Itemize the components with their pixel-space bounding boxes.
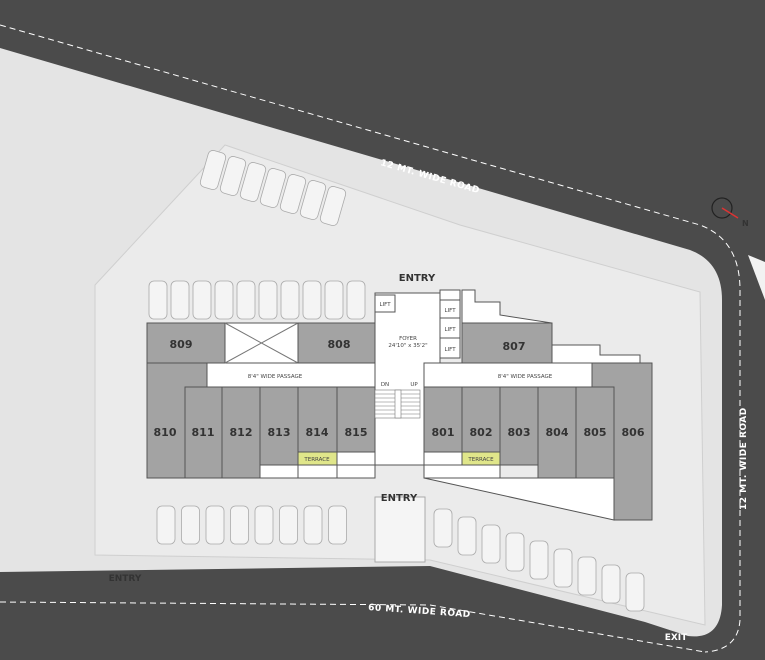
parked-car	[553, 548, 573, 588]
unit-label-807: 807	[503, 340, 526, 353]
parked-car	[328, 505, 347, 545]
stairs	[374, 389, 421, 419]
parked-car	[148, 280, 168, 320]
parked-car	[258, 280, 278, 320]
passage-right	[423, 362, 593, 388]
lift-label-1: LIFT	[379, 302, 391, 308]
exit-label: EXIT	[665, 633, 688, 643]
road-centerline-right	[704, 290, 741, 653]
parked-car	[457, 516, 477, 556]
lift-label-4: LIFT	[444, 347, 456, 353]
entry-label-bottom-left: ENTRY	[109, 574, 142, 584]
parked-car	[319, 186, 347, 226]
parked-car	[279, 174, 307, 214]
entry-ramp	[374, 496, 426, 563]
parked-car	[192, 280, 212, 320]
parked-car	[239, 162, 267, 202]
parked-car	[302, 280, 322, 320]
parked-car	[259, 168, 287, 208]
parked-car	[199, 150, 227, 190]
passage-label-left: 8'4" WIDE PASSAGE	[248, 374, 303, 380]
parked-car	[214, 280, 234, 320]
unit-label-806: 806	[622, 426, 645, 439]
unit-label-810: 810	[154, 426, 177, 439]
foyer-size: 24'10" x 35'2"	[388, 343, 427, 349]
parked-car	[230, 505, 249, 545]
parked-car	[433, 508, 453, 548]
lift-4	[439, 337, 461, 359]
entry-label-middle: ENTRY	[381, 493, 418, 504]
foyer-label: FOYER	[399, 336, 417, 342]
parked-car	[324, 280, 344, 320]
road-centerline-bottom	[0, 601, 706, 653]
parked-car	[303, 505, 323, 545]
unit-label-803: 803	[508, 426, 531, 439]
parked-car	[625, 572, 645, 612]
entry-label-top: ENTRY	[399, 273, 436, 284]
parked-car	[577, 556, 597, 596]
stairs-down-label: DN	[381, 382, 389, 388]
parked-car	[280, 280, 300, 320]
unit-label-808: 808	[328, 338, 351, 351]
building	[146, 289, 653, 563]
north-label: N	[742, 219, 749, 228]
parked-car	[505, 532, 525, 572]
lower-strip	[423, 477, 615, 521]
parked-car	[219, 156, 247, 196]
unit-label-805: 805	[584, 426, 607, 439]
unit-808[interactable]	[297, 322, 376, 364]
unit-label-801: 801	[432, 426, 455, 439]
unit-label-815: 815	[345, 426, 368, 439]
unit-label-802: 802	[470, 426, 493, 439]
parked-car	[601, 564, 621, 604]
parked-car	[236, 280, 256, 320]
parked-car	[299, 180, 327, 220]
terrace-label-814: TERRACE	[303, 457, 330, 463]
parked-car	[529, 540, 549, 580]
parked-car	[156, 505, 176, 545]
site-area-top-right	[748, 255, 765, 300]
unit-805[interactable]	[575, 386, 615, 479]
unit-labels: 809 808 807 810 811 812 813 814 815 801 …	[154, 338, 645, 439]
parked-car	[205, 505, 225, 545]
parked-car	[170, 280, 190, 320]
parked-car	[279, 505, 298, 545]
parked-car	[481, 524, 501, 564]
lift-label-2: LIFT	[444, 308, 456, 314]
unit-label-813: 813	[268, 426, 291, 439]
north-arrow-icon: N	[711, 197, 749, 228]
road-centerline-top	[0, 24, 741, 291]
unit-815[interactable]	[336, 386, 376, 453]
void-cross	[224, 322, 299, 364]
unit-812[interactable]	[221, 386, 261, 479]
unit-807[interactable]	[461, 322, 553, 364]
road-label-right: 12 MT. WIDE ROAD	[739, 407, 749, 510]
parked-car	[346, 280, 366, 320]
parked-car	[181, 505, 200, 545]
unit-label-811: 811	[192, 426, 215, 439]
parked-car	[254, 505, 274, 545]
unit-label-804: 804	[546, 426, 569, 439]
lift-1	[374, 294, 396, 313]
unit-label-812: 812	[230, 426, 253, 439]
unit-809[interactable]	[146, 322, 226, 364]
passage-label-right: 8'4" WIDE PASSAGE	[498, 374, 553, 380]
unit-801[interactable]	[423, 386, 463, 453]
unit-label-814: 814	[306, 426, 329, 439]
lift-label-3: LIFT	[444, 327, 456, 333]
unit-802[interactable]	[461, 386, 501, 453]
unit-label-809: 809	[170, 338, 193, 351]
stairs-up-label: UP	[410, 382, 418, 388]
parking-cars	[148, 150, 645, 612]
unit-814[interactable]	[297, 386, 338, 453]
terrace-label-802: TERRACE	[467, 457, 494, 463]
